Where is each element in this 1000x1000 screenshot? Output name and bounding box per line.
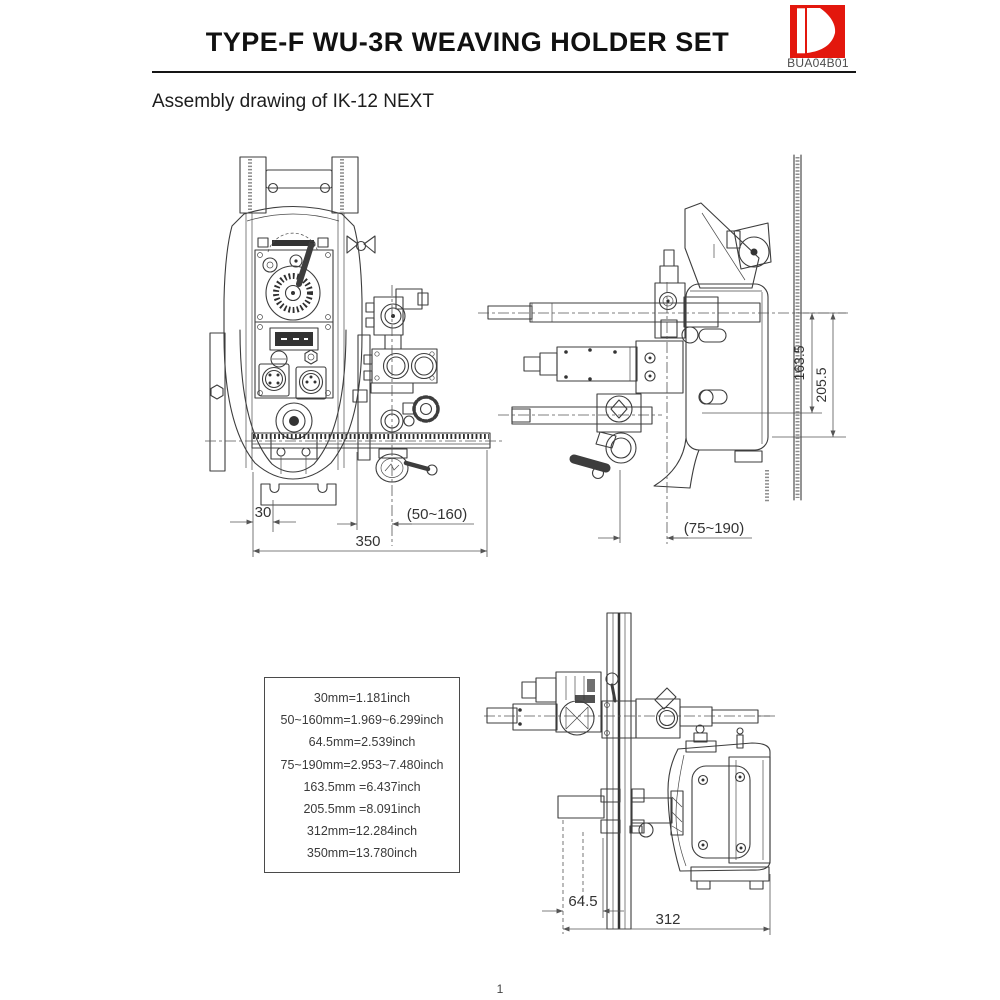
conversion-row: 163.5mm =6.437inch xyxy=(303,779,421,794)
page-number: 1 xyxy=(496,982,504,996)
conversion-row: 30mm=1.181inch xyxy=(313,691,411,705)
dim-label-64-5: 64.5 xyxy=(568,893,597,910)
drawing-subtitle: Assembly drawing of IK-12 NEXT xyxy=(152,91,434,112)
dim-label-163-5: 163.5 xyxy=(791,345,807,380)
header-rule xyxy=(152,71,856,73)
dim-label-312: 312 xyxy=(655,911,680,928)
dim-label-205-5: 205.5 xyxy=(813,367,829,402)
front-view-drawing: 30 (50~160) 350 xyxy=(205,156,505,557)
conversion-table: 30mm=1.181inch 50~160mm=1.969~6.299inch … xyxy=(264,677,460,873)
conversion-row: 75~190mm=2.953~7.480inch xyxy=(280,757,444,772)
dim-label-50-160: (50~160) xyxy=(407,506,467,523)
conversion-row: 50~160mm=1.969~6.299inch xyxy=(280,713,444,728)
conversion-row: 64.5mm=2.539inch xyxy=(308,735,416,750)
document-code: BUA04B01 xyxy=(787,56,849,70)
conversion-row: 205.5mm =8.091inch xyxy=(303,801,421,816)
dim-label-75-190: (75~190) xyxy=(684,520,744,537)
conversion-row: 312mm=12.284inch xyxy=(306,824,418,839)
dim-label-30: 30 xyxy=(255,504,272,521)
conversion-row: 350mm=13.780inch xyxy=(306,846,418,861)
page-title: TYPE-F WU-3R WEAVING HOLDER SET xyxy=(205,27,730,57)
dim-label-350: 350 xyxy=(355,533,380,550)
brand-logo-icon xyxy=(790,5,845,58)
top-view-drawing: 64.5 312 xyxy=(484,612,775,935)
side-view-drawing: 163.5 205.5 (75~190) xyxy=(478,154,848,544)
